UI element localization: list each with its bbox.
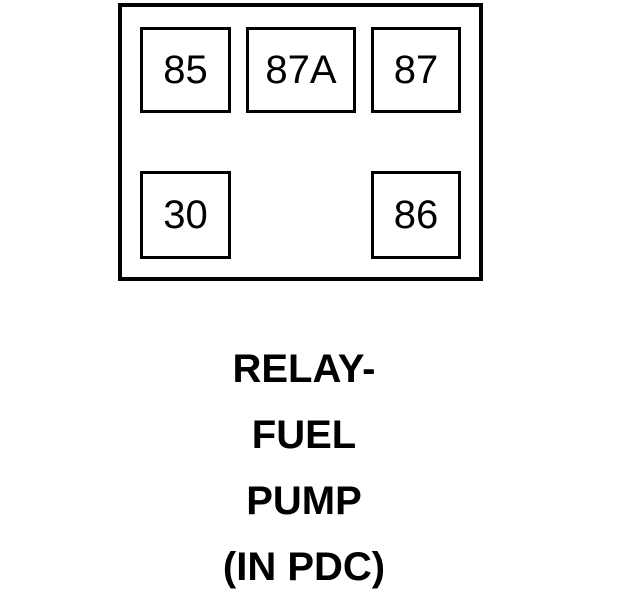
- terminal-pad-85[interactable]: 85: [140, 27, 231, 113]
- caption-line-4: (IN PDC): [222, 545, 386, 589]
- terminal-pad-87[interactable]: 87: [371, 27, 461, 113]
- terminal-label-30: 30: [163, 193, 208, 237]
- terminal-pad-30[interactable]: 30: [140, 171, 231, 259]
- relay-body-outline: 85 87A 87 30 86: [118, 3, 483, 281]
- caption-line-1: RELAY-: [232, 347, 376, 391]
- terminal-pad-87a[interactable]: 87A: [246, 27, 356, 113]
- terminal-label-85: 85: [163, 48, 208, 92]
- terminal-label-86: 86: [393, 193, 439, 237]
- caption-line-2: FUEL: [251, 413, 357, 457]
- terminal-label-87a: 87A: [265, 48, 337, 92]
- terminal-pad-86[interactable]: 86: [371, 171, 461, 259]
- terminal-label-87: 87: [393, 48, 439, 92]
- caption-line-3: PUMP: [246, 479, 362, 523]
- component-caption: RELAY- FUEL PUMP (IN PDC): [0, 336, 608, 600]
